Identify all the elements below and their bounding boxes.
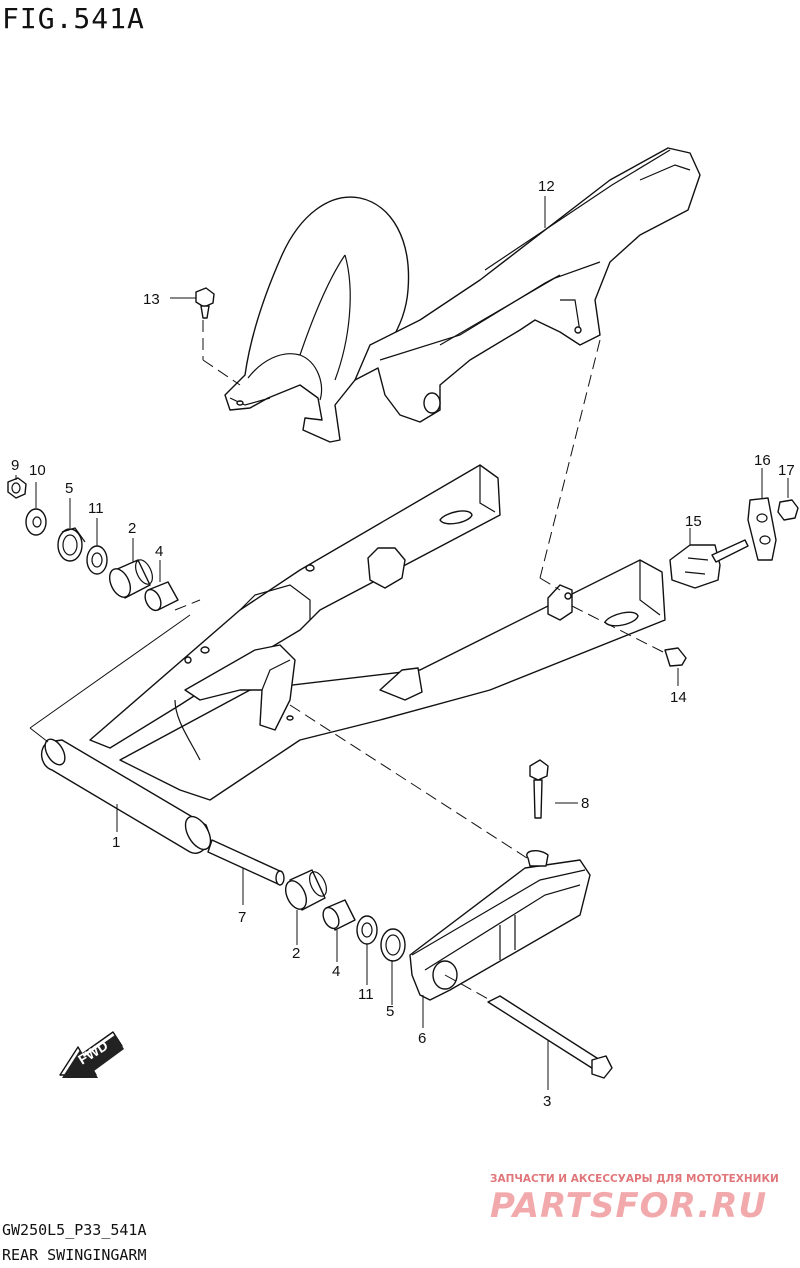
figure-code: GW250L5_P33_541A [2,1221,147,1239]
bolt-part-13 [195,287,215,319]
pivot-parts-right [207,839,406,962]
callout-5b: 5 [386,1003,394,1020]
callout-labels: 12 13 9 10 5 11 2 4 1 7 2 4 11 5 6 3 8 1… [11,178,795,1110]
bolt-part-3 [487,995,613,1079]
callout-6: 6 [418,1030,426,1047]
callout-4: 4 [155,543,163,560]
callout-14: 14 [670,689,687,706]
adjuster-part-15 [669,539,749,589]
callout-9: 9 [11,457,19,474]
bearing-part-2 [108,559,153,599]
callout-11: 11 [88,500,104,517]
callout-7: 7 [238,909,246,926]
callout-12: 12 [538,178,555,195]
fwd-arrow: FWD [59,1031,124,1078]
spacer-part-4 [144,581,179,612]
callout-1: 1 [112,834,120,851]
leader-lines [15,196,789,1090]
callout-10: 10 [29,462,46,479]
callout-3: 3 [543,1093,551,1110]
callout-5: 5 [65,480,73,497]
pivot-parts-left [7,477,179,612]
washer-part-11 [86,545,108,575]
bearing-part-2b [284,869,327,911]
callout-2b: 2 [292,945,300,962]
swingarm-part-1 [41,464,666,854]
callout-2: 2 [128,520,136,537]
nut-part-17 [777,499,799,521]
chain-case-part-12 [224,147,701,443]
callout-4b: 4 [332,963,340,980]
figure-title: FIG.541A [2,2,145,35]
callout-15: 15 [685,513,702,530]
callout-8: 8 [581,795,589,812]
bolt-part-14 [664,647,687,667]
spacer-part-4b [322,899,356,931]
callout-16: 16 [754,452,771,469]
watermark-logo: PARTSFOR.RU [490,1186,768,1226]
watermark-subtitle: ЗАПЧАСТИ И АКСЕССУАРЫ ДЛЯ МОТОТЕХНИКИ [490,1173,779,1185]
callout-11b: 11 [358,986,374,1003]
cap-part-5 [57,527,86,562]
nut-part-9 [7,477,27,499]
callout-13: 13 [143,291,160,308]
washer-part-10 [25,508,47,536]
cap-part-5b [380,928,406,962]
plate-part-16 [747,497,777,561]
chain-buffer-part-6 [409,850,591,1001]
bolt-part-8 [529,759,549,819]
washer-part-11b [356,915,378,945]
callout-17: 17 [778,462,795,479]
pivot-shaft-part-7 [207,839,285,886]
figure-name: REAR SWINGINGARM [2,1246,147,1264]
